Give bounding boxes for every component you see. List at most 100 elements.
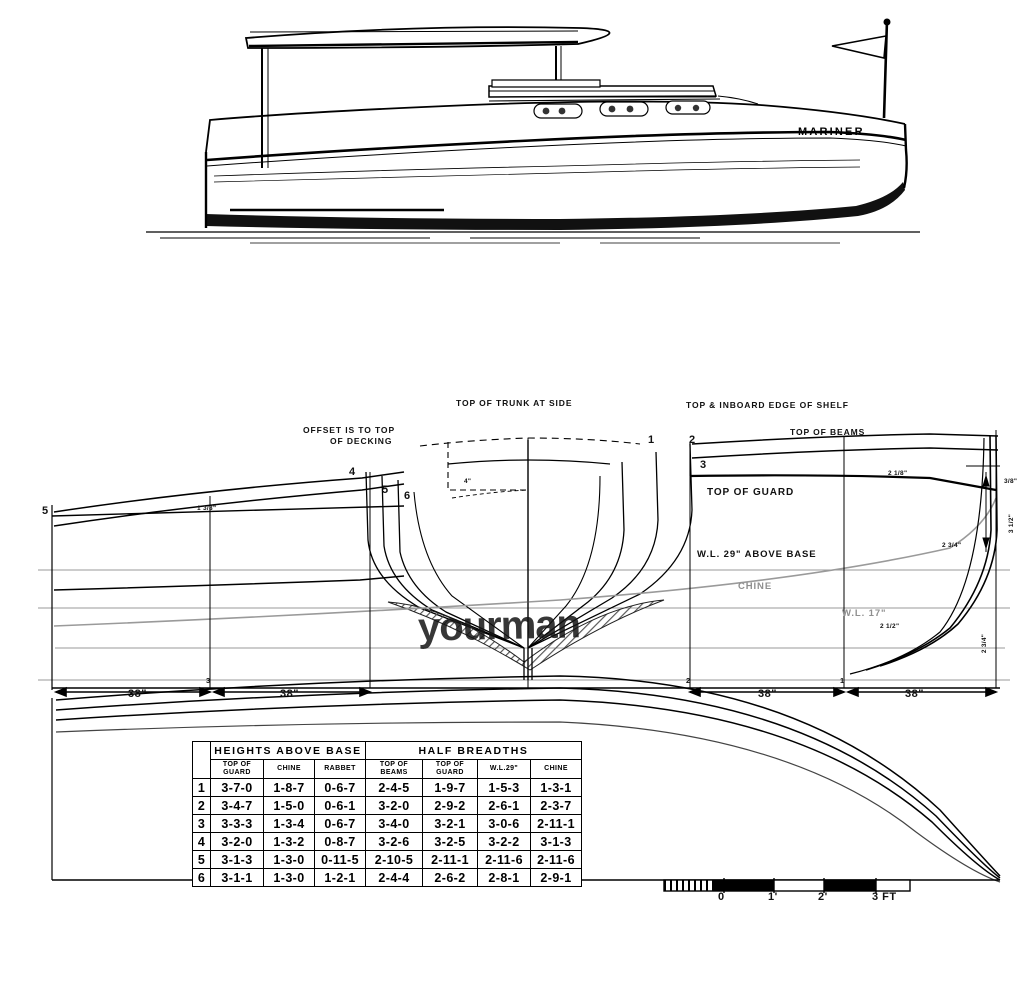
cell: 3-4-7 [210, 796, 264, 815]
row-station: 6 [192, 868, 211, 887]
col-top-of-guard-h: TOP OF GUARD [210, 759, 264, 779]
cell: 1-5-0 [263, 796, 315, 815]
dim-beam-height: 2 1/8" [888, 470, 908, 477]
row-station: 1 [192, 778, 211, 797]
station-label-left-5: 5 [42, 505, 50, 517]
col-wl29: W.L.29" [477, 759, 531, 779]
scale-bar [663, 878, 911, 893]
col-chine-h: CHINE [263, 759, 315, 779]
scale-tick-3: 3 FT [872, 891, 897, 903]
label-top-of-guard: TOP OF GUARD [707, 487, 795, 498]
table-row: 1 3-7-0 1-8-7 0-6-7 2-4-5 1-9-7 1-5-3 1-… [192, 778, 582, 797]
cell: 2-10-5 [365, 850, 423, 869]
sheer-curves-left [53, 471, 405, 591]
cell: 3-2-0 [365, 796, 423, 815]
cell: 1-2-1 [314, 868, 366, 887]
gray-waterlines [38, 569, 1010, 681]
cell: 1-3-1 [530, 778, 582, 797]
deck-details [488, 95, 759, 105]
dim-38-1: 38" [128, 688, 147, 700]
station-label-5: 5 [382, 484, 390, 496]
cell: 1-9-7 [422, 778, 478, 797]
watermark-text: yourman [417, 602, 581, 650]
cell: 2-11-1 [422, 850, 478, 869]
dim-station-mark-3: 3 [206, 676, 211, 685]
station-label-6: 6 [404, 490, 412, 502]
station-verticals [209, 430, 997, 688]
dim-right-4: 2 1/2" [880, 623, 900, 630]
cell: 2-8-1 [477, 868, 531, 887]
cell: 2-9-2 [422, 796, 478, 815]
drawing-sheet: MARINER [38, 18, 1018, 903]
offsets-table: HEIGHTS ABOVE BASE HALF BREADTHS TOP OF … [192, 741, 582, 887]
dim-38-2: 38" [280, 688, 299, 700]
cell: 1-3-2 [263, 832, 315, 851]
scale-tick-2: 2' [818, 891, 828, 903]
cell: 2-6-1 [477, 796, 531, 815]
label-top-of-trunk: TOP OF TRUNK AT SIDE [456, 398, 573, 408]
cell: 3-1-3 [210, 850, 264, 869]
group-heights: HEIGHTS ABOVE BASE [210, 741, 366, 760]
cell: 3-2-0 [210, 832, 264, 851]
hull-outline [204, 100, 908, 230]
cell: 1-5-3 [477, 778, 531, 797]
cell: 0-8-7 [314, 832, 366, 851]
cell: 3-0-6 [477, 814, 531, 833]
stem-curves [849, 435, 998, 675]
dimension-row [53, 686, 999, 698]
sheer-curves-right [689, 433, 999, 492]
cell: 3-2-2 [477, 832, 531, 851]
table-row: 3 3-3-3 1-3-4 0-6-7 3-4-0 3-2-1 3-0-6 2-… [192, 814, 582, 833]
cell: 0-6-7 [314, 778, 366, 797]
row-station: 2 [192, 796, 211, 815]
cell: 1-3-0 [263, 850, 315, 869]
keel [523, 648, 533, 680]
table-row: 5 3-1-3 1-3-0 0-11-5 2-10-5 2-11-1 2-11-… [192, 850, 582, 869]
dim-right-5: 2 3/4" [981, 633, 989, 654]
flagstaff-group [831, 18, 891, 119]
dim-right-2: 3/8" [1004, 478, 1018, 485]
label-shelf: TOP & INBOARD EDGE OF SHELF [686, 400, 849, 410]
scale-tick-1: 1' [768, 891, 778, 903]
table-group-header-row: HEIGHTS ABOVE BASE HALF BREADTHS [192, 741, 582, 779]
label-wl29: W.L. 29" ABOVE BASE [697, 549, 817, 560]
col-rabbet: RABBET [314, 759, 366, 779]
right-edge-dims [966, 465, 1000, 552]
profile-view [146, 18, 920, 244]
scale-tick-0: 0 [718, 891, 725, 903]
table-row: 4 3-2-0 1-3-2 0-8-7 3-2-6 3-2-5 3-2-2 3-… [192, 832, 582, 851]
group-breadths: HALF BREADTHS [365, 741, 582, 760]
hull-name-text: MARINER [798, 126, 865, 138]
dim-trunk-height: 4" [464, 478, 472, 485]
cell: 0-6-7 [314, 814, 366, 833]
dim-right-3: 3 1/2" [1008, 513, 1016, 534]
row-station: 4 [192, 832, 211, 851]
table-column-header-row: TOP OF GUARD CHINE RABBET TOP OF BEAMS T… [193, 759, 582, 779]
cell: 3-4-0 [365, 814, 423, 833]
cell: 3-2-1 [422, 814, 478, 833]
row-station: 3 [192, 814, 211, 833]
burgee-flag [831, 35, 887, 59]
cell: 3-2-6 [365, 832, 423, 851]
station-label-3: 3 [700, 459, 708, 471]
dim-right-1: 2 3/4" [942, 542, 962, 549]
cell: 2-4-5 [365, 778, 423, 797]
cabin-trunk [488, 79, 718, 98]
label-chine: CHINE [738, 581, 773, 592]
dim-38-4: 38" [905, 688, 924, 700]
water-lines [146, 231, 920, 244]
label-offset-note-1: OFFSET IS TO TOP [303, 425, 396, 435]
chine-line [53, 497, 997, 627]
cell: 3-1-1 [210, 868, 264, 887]
dim-station-mark-1: 1 [840, 676, 845, 685]
cell: 3-2-5 [422, 832, 478, 851]
port-lights [533, 100, 711, 119]
lines-plan [38, 430, 1010, 883]
table-row: 2 3-4-7 1-5-0 0-6-1 3-2-0 2-9-2 2-6-1 2-… [192, 796, 582, 815]
dim-deck-height: 1 3/8" [197, 505, 217, 512]
dim-station-mark-2: 2 [686, 676, 691, 685]
col-chine-b: CHINE [530, 759, 582, 779]
row-station: 5 [192, 850, 211, 869]
cell: 2-6-2 [422, 868, 478, 887]
label-offset-note-2: OF DECKING [330, 436, 393, 446]
